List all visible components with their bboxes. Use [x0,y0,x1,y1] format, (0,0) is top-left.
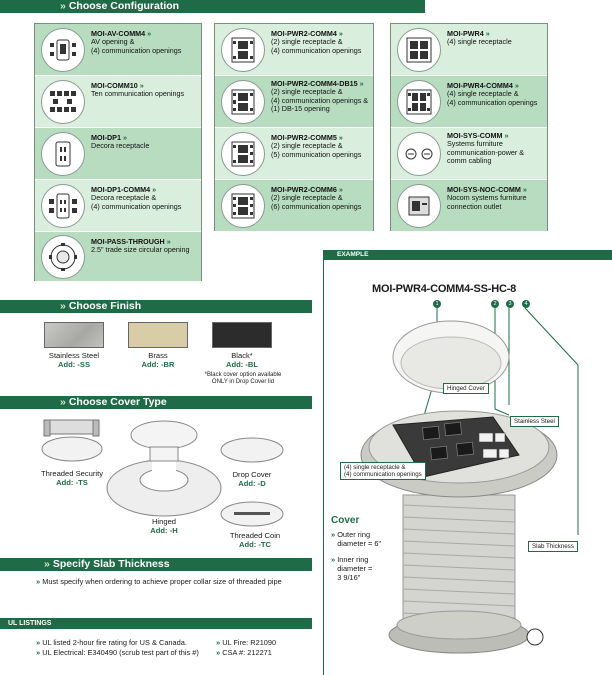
pwr2-comm4-icon [221,28,265,72]
black-swatch[interactable] [212,322,272,348]
config-item-pwr2-comm6[interactable]: MOI-PWR2-COMM6 »(2) single receptacle & … [215,180,373,231]
slab-note: » Must specify when ordering to achieve … [36,577,282,586]
config-item-pwr4-comm4[interactable]: MOI-PWR4-COMM4 »(4) single receptacle & … [391,76,547,128]
comm10-icon [41,80,85,124]
config-item-pwr2-comm5[interactable]: MOI-PWR2-COMM5 »(2) single receptacle & … [215,128,373,180]
ul-electrical: » UL Electrical: E340490 (scrub test par… [36,648,199,657]
cover-title: Cover [331,515,360,526]
config-item-pass-through[interactable]: MOI-PASS-THROUGH »2.5" trade size circul… [35,232,201,281]
inner-ring-diameter: » Inner ring diameter = 3 9/16" [331,555,373,582]
black-finish-note: *Black cover option available ONLY in Dr… [204,372,282,385]
drop-cover[interactable] [220,437,284,463]
cover-type-illustration [41,419,284,527]
pwr2-comm4-db15-icon [221,80,265,124]
cover-type-header: »Choose Cover Type [0,396,312,409]
config-item-pwr2-comm4[interactable]: MOI-PWR2-COMM4 »(2) single receptacle & … [215,24,373,76]
config-item-sys-comm[interactable]: MOI-SYS-COMM »Systems furniture communic… [391,128,547,180]
csa-number: » CSA #: 212271 [216,648,272,657]
config-item-dp1[interactable]: MOI-DP1 »Decora receptacle [35,128,201,180]
config-column-1: MOI-AV-COMM4 »AV opening & (4) communica… [34,23,202,281]
av-comm4-desc: AV opening & (4) communication openings [91,37,182,55]
receptacle-description-callout: (4) single receptacle & (4) communicatio… [340,462,426,481]
example-part-number: MOI-PWR4-COMM4-SS-HC-8 [372,283,517,295]
threaded-coin-cover[interactable] [220,501,284,527]
callout-number-3: 3 [506,300,514,308]
pwr4-icon [397,28,441,72]
brass-swatch[interactable] [128,322,188,348]
example-panel [323,250,612,675]
slab-thickness-callout: Slab Thickness [528,541,578,553]
sys-comm-icon [397,132,441,176]
example-header: EXAMPLE [323,250,612,260]
hinged-cover[interactable] [106,420,222,517]
stainless-steel-swatch[interactable] [44,322,104,348]
callout-number-4: 4 [522,300,530,308]
outer-ring-diameter: » Outer ring diameter = 6" [331,530,382,548]
threaded-security-cover[interactable] [41,419,103,462]
config-item-dp1-comm4[interactable]: MOI-DP1-COMM4 »Decora receptacle & (4) c… [35,180,201,232]
configuration-header: »Choose Configuration [0,0,425,13]
av-comm4-icon [41,28,85,72]
config-column-3: MOI-PWR4 »(4) single receptacle MOI-PWR4… [390,23,548,231]
config-item-sys-noc-comm[interactable]: MOI-SYS-NOC-COMM »Nocom systems furnitur… [391,180,547,231]
ul-listings-header: UL LISTINGS [0,618,312,629]
pass-through-icon [41,235,85,279]
sys-noc-comm-icon [397,184,441,228]
floor-box-product-image [360,307,579,654]
config-item-comm10[interactable]: MOI-COMM10 »Ten communication openings [35,76,201,128]
pwr2-comm6-icon [221,184,265,228]
pwr4-comm4-icon [397,80,441,124]
ul-fire-number: » UL Fire: R21090 [216,638,277,647]
hinged-cover-callout: Hinged Cover [443,383,489,395]
slab-header: »Specify Slab Thickness [0,558,312,571]
black-label: Black*Add: -BL [225,351,259,369]
config-column-2: MOI-PWR2-COMM4 »(2) single receptacle & … [214,23,374,231]
config-item-av-comm4[interactable]: MOI-AV-COMM4 »AV opening & (4) communica… [35,24,201,76]
callout-number-1: 1 [433,300,441,308]
config-item-pwr2-comm4-db15[interactable]: MOI-PWR2-COMM4-DB15 »(2) single receptac… [215,76,373,128]
ul-fire-rating: » UL listed 2-hour fire rating for US & … [36,638,187,647]
finish-header: »Choose Finish [0,300,312,313]
decora-receptacle-icon [41,132,85,176]
stainless-steel-callout: Stainless Steel [510,416,559,428]
pwr2-comm5-icon [221,132,265,176]
callout-number-2: 2 [491,300,499,308]
dp1-comm4-icon [41,184,85,228]
config-item-pwr4[interactable]: MOI-PWR4 »(4) single receptacle [391,24,547,76]
